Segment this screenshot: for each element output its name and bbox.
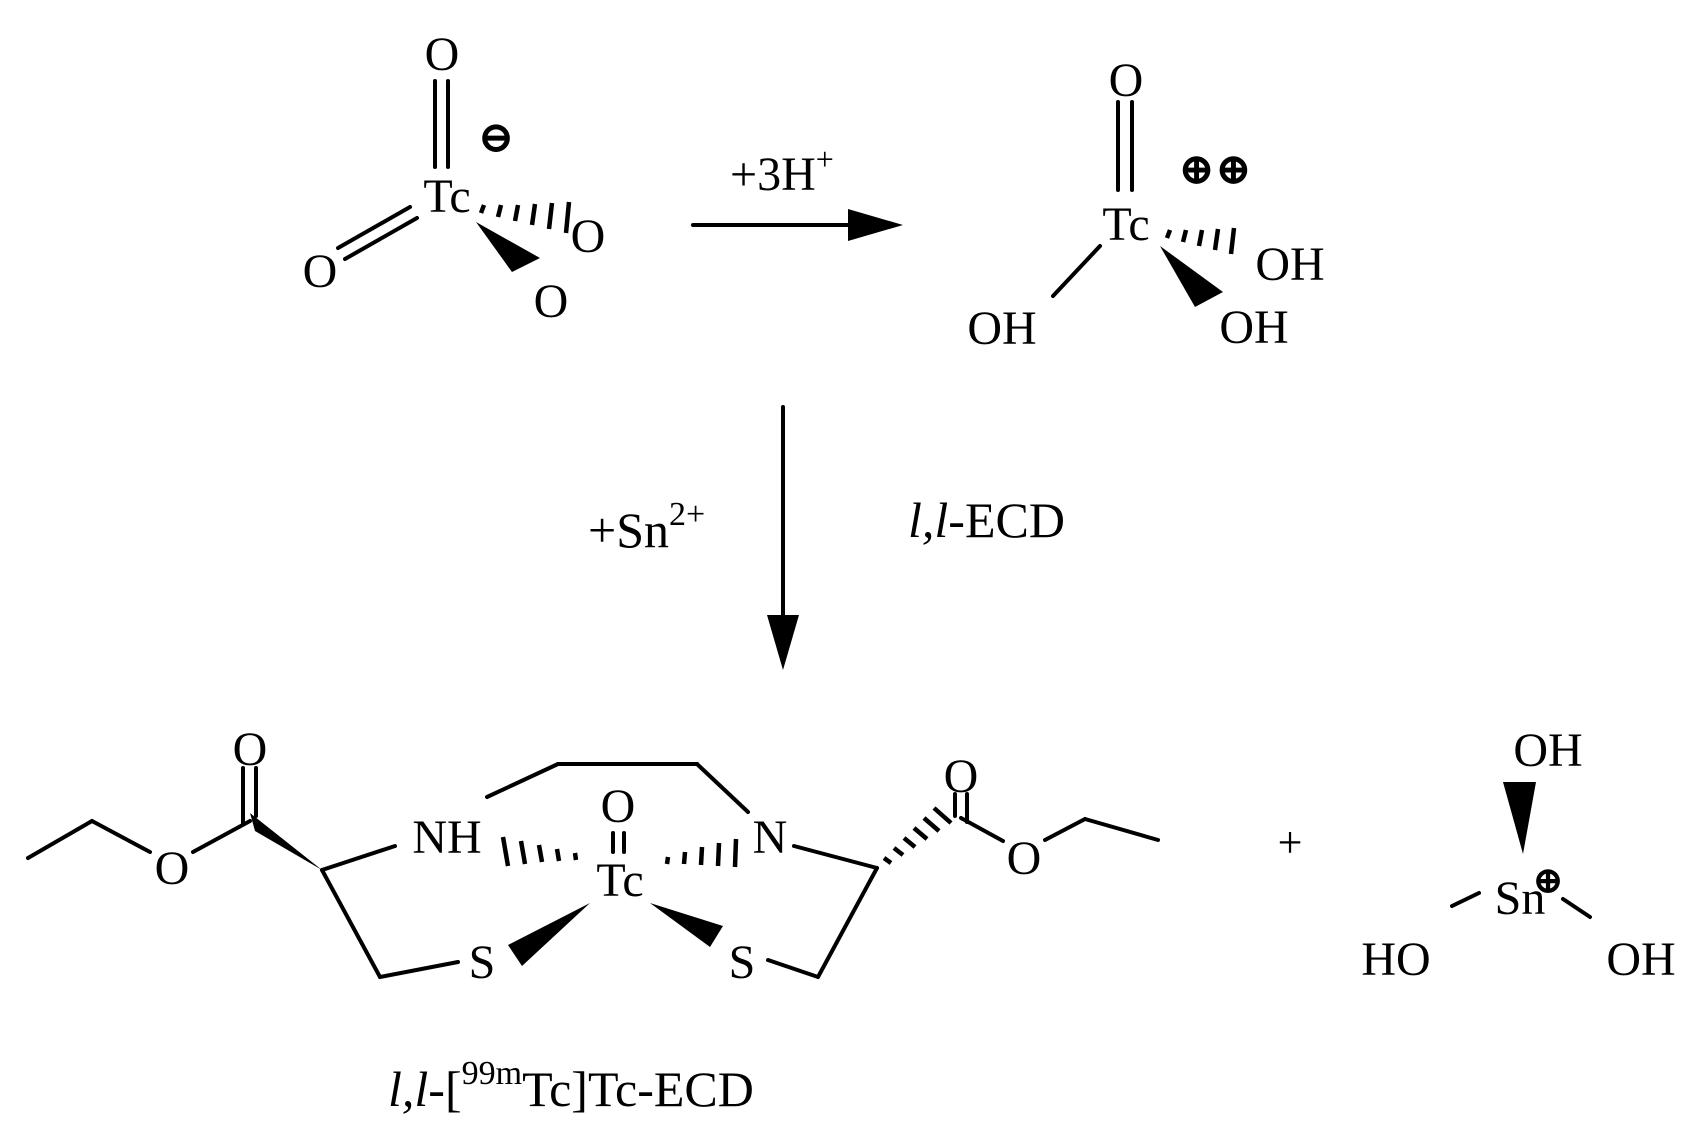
tc-ecd-structure: O O NH O Tc N O O S S — [26, 723, 1160, 989]
plus-sign: + — [1278, 818, 1303, 867]
ester-oxygen-right: O — [1007, 832, 1042, 885]
intermediate-structure: O Tc OH OH OH ⊕⊕ — [967, 54, 1324, 355]
hydroxyl-group-hashed: OH — [1255, 238, 1324, 291]
product-name-isotope: 99m — [462, 1055, 522, 1092]
oxygen-atom-top: O — [425, 28, 460, 81]
sn-oh-bond-right — [1561, 897, 1592, 919]
hydroxyl-group-top: OH — [1513, 724, 1582, 777]
proton-reagent-charge: + — [816, 141, 834, 177]
wedge-bond — [1160, 246, 1223, 307]
ester-c-o-bond-right — [959, 816, 1005, 843]
ligand-label-text: -ECD — [948, 492, 1065, 548]
pertechnetate-structure: O Tc O O O ⊖ — [303, 28, 606, 328]
wedge-bond — [476, 222, 540, 272]
oxygen-atom-left: O — [303, 245, 338, 298]
hashed-bond — [500, 836, 579, 867]
positive-charge-icon: ⊕ — [1532, 860, 1564, 902]
alpha-c-ch2-bond-right — [816, 866, 879, 979]
technetium-atom: Tc — [423, 170, 470, 223]
oxygen-atom-top: O — [1109, 54, 1144, 107]
tin-reagent-charge: 2+ — [669, 496, 705, 533]
ligand-label: l,l-ECD — [908, 492, 1065, 548]
ethyl-bond-right — [1083, 817, 1160, 842]
amine-nitrogen: NH — [412, 811, 481, 864]
ethyl-o-bond-left — [90, 819, 152, 854]
product-name-italic: l,l — [388, 1061, 428, 1117]
wedge-bond — [650, 903, 723, 947]
carbonyl-oxygen-right: O — [944, 750, 979, 803]
hashed-bond — [1164, 227, 1237, 255]
proton-reagent-label: +3H+ — [730, 141, 834, 201]
product-name-rest: Tc]Tc-ECD — [522, 1061, 754, 1117]
oxygen-atom-wedged: O — [534, 275, 569, 328]
hashed-bond — [664, 838, 739, 868]
hydroxyl-group-right: OH — [1606, 933, 1675, 986]
ch2-s-bond-left — [378, 960, 460, 979]
sulfur-atom-left: S — [469, 936, 496, 989]
hashed-bond — [882, 806, 953, 865]
oxo-oxygen: O — [601, 780, 636, 833]
technetium-atom: Tc — [1102, 198, 1149, 251]
reaction-arrow-step2 — [767, 405, 799, 670]
reaction-arrow-step1 — [691, 209, 903, 241]
ester-o-c-bond-left — [191, 819, 252, 854]
ester-o-ethyl-bond-right — [1043, 817, 1087, 842]
hydroxyl-group-left: HO — [1361, 933, 1430, 986]
tin-reagent-text: +Sn — [588, 502, 669, 558]
tc-o-double-bond-left-a — [336, 205, 412, 250]
product-name-label: l,l-[99mTc]Tc-ECD — [388, 1055, 754, 1117]
proton-reagent-text: +3H — [730, 148, 816, 201]
alpha-c-ch2-bond-left — [320, 868, 382, 979]
nh-ch2-bond — [485, 762, 560, 799]
tc-oh-bond-left — [1051, 244, 1102, 298]
tin-hydroxide-structure: OH Sn HO OH ⊕ — [1361, 724, 1675, 986]
imine-nitrogen: N — [753, 811, 788, 864]
ch2-n-bond — [695, 762, 750, 814]
ethyl-bond-left — [26, 819, 94, 860]
sn-oh-bond-left — [1450, 891, 1481, 908]
ligand-label-italic: l,l — [908, 492, 948, 548]
oxygen-atom-hashed: O — [571, 210, 606, 263]
negative-charge-icon: ⊖ — [478, 113, 515, 162]
tc-o-double-bond-left-b — [343, 216, 419, 261]
sulfur-atom-right: S — [729, 936, 756, 989]
wedge-bond — [508, 903, 590, 966]
double-positive-charge-icon: ⊕⊕ — [1178, 145, 1252, 194]
tin-atom: Sn — [1495, 872, 1546, 925]
hydroxyl-group-left: OH — [967, 302, 1036, 355]
wedge-bond — [250, 813, 322, 870]
product-name-bracket: -[ — [428, 1061, 461, 1117]
wedge-bond — [1503, 782, 1536, 854]
tin-reagent-label: +Sn2+ — [588, 496, 705, 558]
n-alpha-c-bond-right — [792, 844, 879, 870]
alpha-c-n-bond-left — [320, 844, 397, 872]
carbonyl-oxygen-left: O — [233, 723, 268, 776]
ester-oxygen-left: O — [155, 842, 190, 895]
technetium-atom: Tc — [596, 854, 643, 907]
hydroxyl-group-wedged: OH — [1219, 301, 1288, 354]
hashed-bond — [478, 201, 572, 234]
ch2-s-bond-right — [766, 958, 820, 979]
